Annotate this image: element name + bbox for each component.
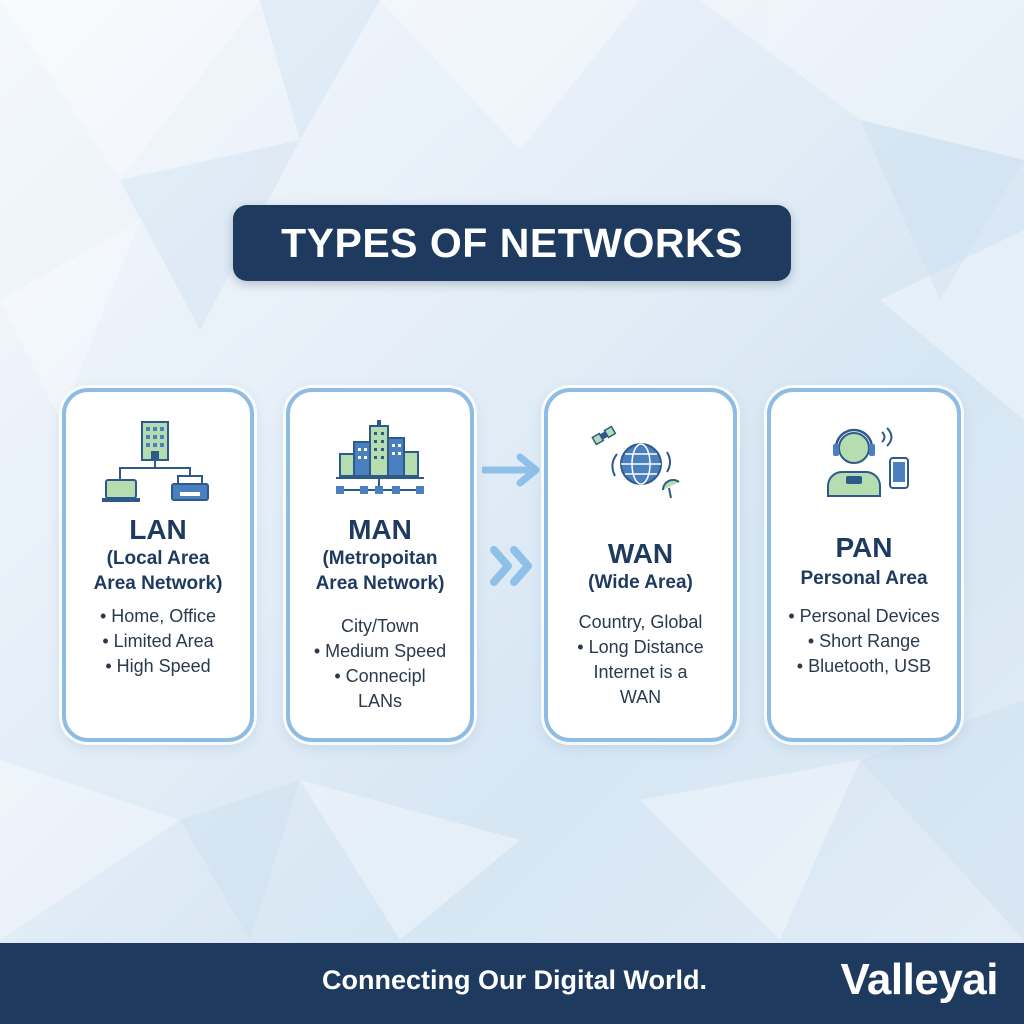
card-title: LAN [129,514,187,545]
list-item: • Personal Devices [788,606,940,626]
brand-logo: Valleyai [840,955,999,1004]
list-item: • Limited Area [102,631,214,651]
footer-bar: Connecting Our Digital World. Valleyai [0,943,1024,1024]
card-pan: PAN Personal Area • Personal Devices • S… [767,388,961,742]
list-item: Internet is a [593,662,688,682]
list-item: • Home, Office [99,606,216,626]
card-lan: LAN (Local Area Area Network) • Home, Of… [62,388,254,742]
page-title: TYPES OF NETWORKS [281,219,743,266]
card-subtitle: Personal Area [800,568,928,589]
double-chevron-right-icon [490,546,532,586]
card-points: • Home, Office • Limited Area • High Spe… [66,604,250,679]
globe-satellite-icon [548,418,733,508]
list-item: • Short Range [807,631,921,651]
footer-tagline: Connecting Our Digital World. [322,965,707,995]
card-wan: WAN (Wide Area) Country, Global • Long D… [544,388,737,742]
card-points: Country, Global • Long Distance Internet… [548,610,733,710]
list-item: • High Speed [105,656,211,676]
list-item: • Medium Speed [313,641,447,661]
card-points: City/Town • Medium Speed • Connecipl LAN… [290,614,470,714]
list-item: City/Town [340,616,420,636]
city-buildings-icon [290,418,470,508]
card-subtitle: (Metropoitan Area Network) [315,548,445,594]
card-points: • Personal Devices • Short Range • Bluet… [771,604,957,679]
list-item: • Connecipl [334,666,426,686]
list-item: Country, Global [578,612,703,632]
person-headset-icon [771,418,957,508]
card-subtitle: (Local Area Area Network) [93,548,223,594]
card-title: WAN [607,538,674,569]
arrow-right-icon [482,453,540,487]
list-item: WAN [619,687,662,707]
card-title: PAN [835,532,893,563]
list-item: • Bluetooth, USB [796,656,932,676]
list-item: LANs [357,691,402,711]
card-man: MAN (Metropoitan Area Network) City/Town… [286,388,474,742]
card-title: MAN [348,514,412,545]
card-subtitle: (Wide Area) [588,572,693,593]
list-item: • Long Distance [577,637,704,657]
title-banner: TYPES OF NETWORKS [233,205,791,281]
lan-network-icon [66,418,250,508]
